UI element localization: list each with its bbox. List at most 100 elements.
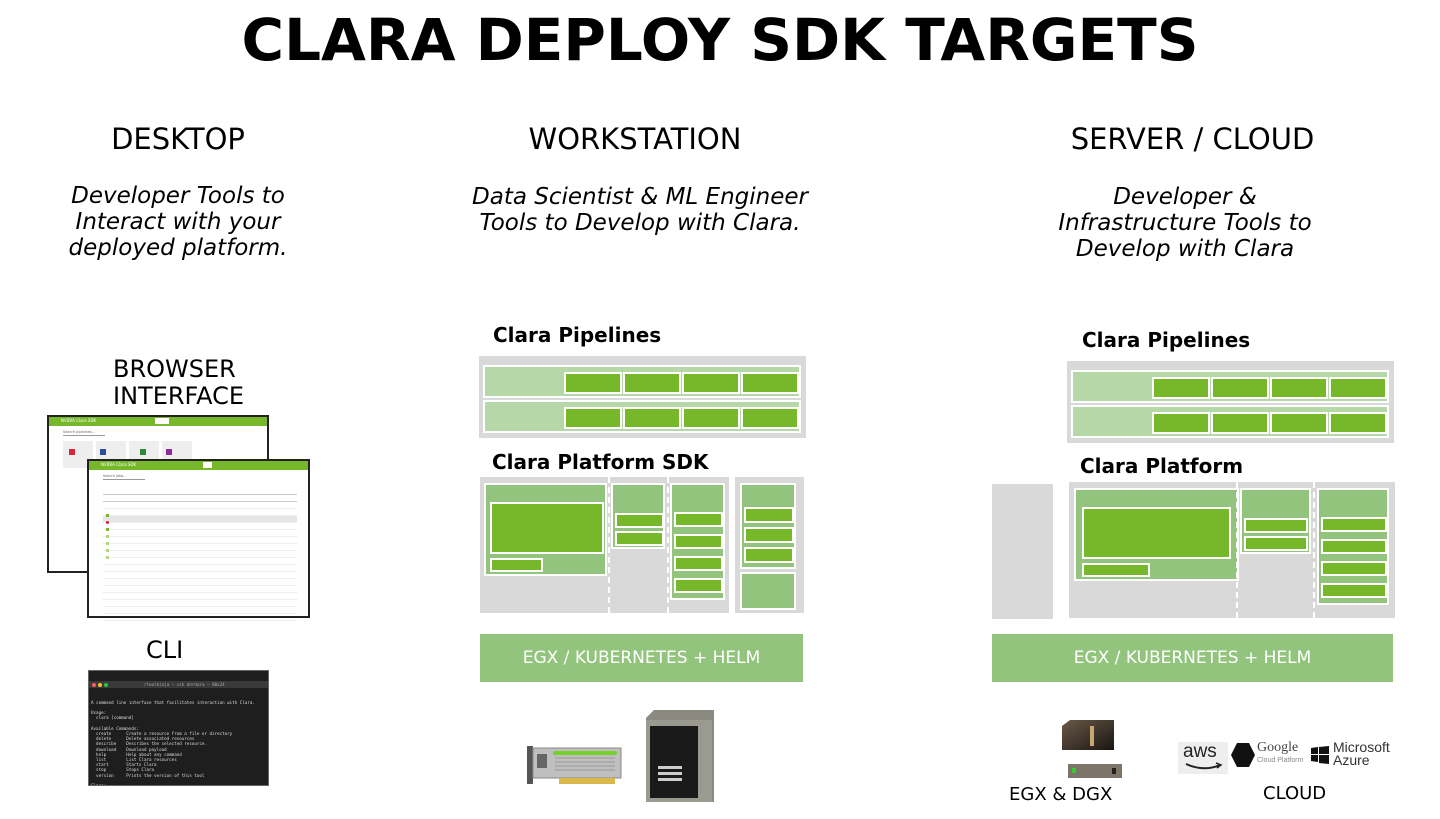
server-description-line: Developer & <box>1113 184 1257 210</box>
server-k8s-bar: EGX / KUBERNETES + HELM <box>992 634 1393 682</box>
platform-subcomponent <box>674 534 723 549</box>
platform-subcomponent <box>1321 517 1387 532</box>
minimize-dot-icon[interactable] <box>98 683 102 688</box>
terminal-title: rfwalkinja — ssh dnrdara — 80x24 <box>144 682 225 688</box>
pipeline-stage <box>564 407 622 429</box>
platform-subcomponent <box>744 527 794 543</box>
pipeline-stage <box>682 407 740 429</box>
google-label: Google <box>1257 740 1299 755</box>
terminal-output: A command line interface that facilitate… <box>89 699 268 785</box>
browser-nav-bar: NVIDIA Clara SDK <box>89 461 308 470</box>
pipeline-stage <box>1152 412 1210 434</box>
cli-terminal[interactable]: rfwalkinja — ssh dnrdara — 80x24 A comma… <box>88 670 269 786</box>
workstation-description: Data Scientist & ML Engineer Tools to De… <box>450 184 830 236</box>
close-dot-icon[interactable] <box>92 683 96 688</box>
terminal-line: stop Stops Clara <box>91 767 155 773</box>
workstation-description-line: Data Scientist & ML Engineer <box>472 184 808 210</box>
table-row[interactable] <box>103 509 297 524</box>
pipeline-stage <box>1211 377 1269 399</box>
table-row[interactable] <box>103 530 297 545</box>
aws-logo-icon: aws <box>1178 741 1228 774</box>
pipeline-stage <box>623 407 681 429</box>
terminal-line: help Help about any command <box>91 751 182 757</box>
terminal-line: version Prints the version of this tool <box>91 772 205 778</box>
aws-logo-text: aws <box>1183 741 1217 762</box>
ws-platform-side-block <box>735 477 804 613</box>
pipeline-stage <box>741 372 799 394</box>
desktop-description-line: Developer Tools to <box>71 183 285 209</box>
table-row[interactable] <box>103 593 297 600</box>
pipeline-stage <box>741 407 799 429</box>
table-row[interactable] <box>103 558 297 565</box>
jobs-search-input[interactable]: Search jobs... <box>103 474 145 480</box>
jobs-table <box>103 488 297 621</box>
pipeline-stage <box>1329 377 1387 399</box>
table-row[interactable] <box>103 586 297 593</box>
server-description-line: Infrastructure Tools to <box>1058 210 1312 236</box>
server-pipelines-block <box>1067 361 1394 443</box>
terminal-line: download Download payload <box>91 746 167 752</box>
azure-label: Microsoft Azure <box>1333 739 1390 767</box>
platform-subcomponent <box>744 547 794 563</box>
table-row[interactable] <box>103 544 297 559</box>
terminal-line: delete Delete associated resources <box>91 736 195 742</box>
table-row[interactable] <box>103 516 297 531</box>
pipeline-stage <box>564 372 622 394</box>
terminal-line: list List Clara resources <box>91 757 177 763</box>
platform-subcomponent <box>674 578 723 593</box>
server-pipelines-label: Clara Pipelines <box>1082 328 1251 352</box>
workstation-heading: WORKSTATION <box>528 122 742 156</box>
terminal-line: start Starts Clara <box>91 762 157 768</box>
pipeline-card[interactable] <box>129 441 159 461</box>
server-description: Developer & Infrastructure Tools to Deve… <box>1020 184 1350 262</box>
cloud-label: CLOUD <box>1263 783 1327 804</box>
platform-subcomponent <box>1244 518 1308 533</box>
pipeline-stage <box>1329 412 1387 434</box>
platform-component <box>484 483 607 576</box>
page-title: CLARA DEPLOY SDK TARGETS <box>241 6 1199 74</box>
dgx-server-icon <box>1060 718 1126 782</box>
windows-logo-icon <box>1311 746 1329 764</box>
table-row[interactable] <box>103 502 297 517</box>
platform-component <box>1074 488 1239 581</box>
pipeline-stage <box>682 372 740 394</box>
pipeline-card[interactable] <box>162 441 192 461</box>
server-heading: SERVER / CLOUD <box>1070 122 1315 156</box>
table-row[interactable] <box>103 614 297 621</box>
platform-subcomponent <box>744 507 794 523</box>
platform-subcomponent <box>1321 561 1387 576</box>
table-row[interactable] <box>103 607 297 614</box>
pipeline-stage <box>1211 412 1269 434</box>
platform-subcomponent <box>1244 536 1308 551</box>
terminal-line: clara [command] <box>91 715 134 721</box>
pipeline-stage <box>1270 412 1328 434</box>
table-row[interactable] <box>103 551 297 558</box>
table-row[interactable] <box>103 537 297 552</box>
ws-pipelines-label: Clara Pipelines <box>493 323 662 347</box>
pipeline-stage <box>1270 377 1328 399</box>
workstation-tower-icon <box>640 708 718 804</box>
google-cloud-logo-icon <box>1231 742 1255 768</box>
pipelines-search-input[interactable]: Search pipelines... <box>63 430 105 436</box>
divider <box>1236 482 1238 618</box>
app-name: NVIDIA Clara SDK <box>61 418 97 423</box>
platform-component <box>1240 488 1311 554</box>
browser-label-line: INTERFACE <box>113 382 245 410</box>
microsoft-label: Microsoft <box>1333 739 1390 755</box>
table-row[interactable] <box>103 579 297 586</box>
maximize-dot-icon[interactable] <box>104 683 108 688</box>
google-cloud-label: Google Cloud Platform <box>1257 741 1303 767</box>
table-row[interactable] <box>103 600 297 607</box>
table-row[interactable] <box>103 572 297 579</box>
pipeline-card[interactable] <box>96 441 126 461</box>
table-row[interactable] <box>103 523 297 538</box>
ws-platform-block <box>480 477 729 613</box>
platform-subcomponent <box>615 513 664 528</box>
platform-component <box>740 483 796 569</box>
table-row[interactable] <box>103 565 297 572</box>
terminal-title-bar: rfwalkinja — ssh dnrdara — 80x24 <box>89 681 268 689</box>
pipeline-row <box>1071 370 1389 403</box>
gpu-card-icon <box>523 740 623 790</box>
terminal-line: Usage: <box>91 710 107 716</box>
platform-component <box>740 572 796 610</box>
